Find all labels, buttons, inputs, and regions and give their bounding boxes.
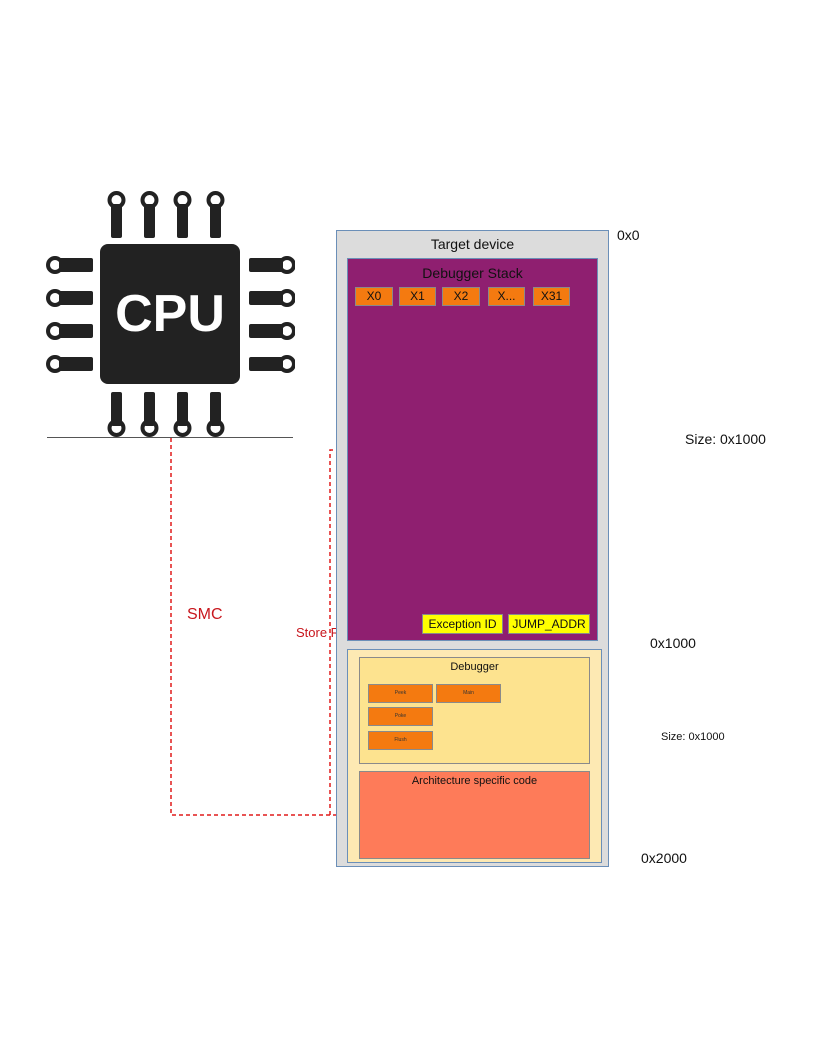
register-x2: X2	[442, 287, 480, 306]
function-flush: Flush	[368, 731, 433, 750]
cpu-icon: CPU	[46, 191, 295, 437]
cpu-label: CPU	[115, 285, 225, 343]
target-device-title: Target device	[430, 236, 515, 252]
address-mid: 0x1000	[650, 635, 696, 651]
debugger-stack-title: Debugger Stack	[422, 265, 523, 281]
function-peek: Peek	[368, 684, 433, 703]
register-x-ellipsis: X...	[488, 287, 525, 306]
size-label-stack: Size: 0x1000	[685, 431, 766, 447]
register-x1: X1	[399, 287, 436, 306]
architecture-code-module	[359, 771, 590, 859]
register-x0: X0	[355, 287, 393, 306]
function-main: Main	[436, 684, 501, 703]
jump-addr-field: JUMP_ADDR	[508, 614, 590, 634]
cpu-bottom-pins	[111, 392, 221, 426]
debugger-title: Debugger	[450, 661, 499, 673]
cpu-left-pins	[59, 258, 93, 371]
architecture-code-title: Architecture specific code	[411, 775, 538, 787]
smc-label: SMC	[187, 606, 223, 623]
cpu-right-pins	[249, 258, 283, 371]
debugger-stack-region	[347, 258, 598, 641]
function-poke: Poke	[368, 707, 433, 726]
exception-id-field: Exception ID	[422, 614, 503, 634]
cpu-baseline	[47, 437, 293, 438]
cpu-top-pins	[111, 204, 221, 238]
address-start: 0x0	[617, 227, 640, 243]
register-x31: X31	[533, 287, 570, 306]
address-end: 0x2000	[641, 850, 687, 866]
size-label-code: Size: 0x1000	[661, 731, 725, 743]
